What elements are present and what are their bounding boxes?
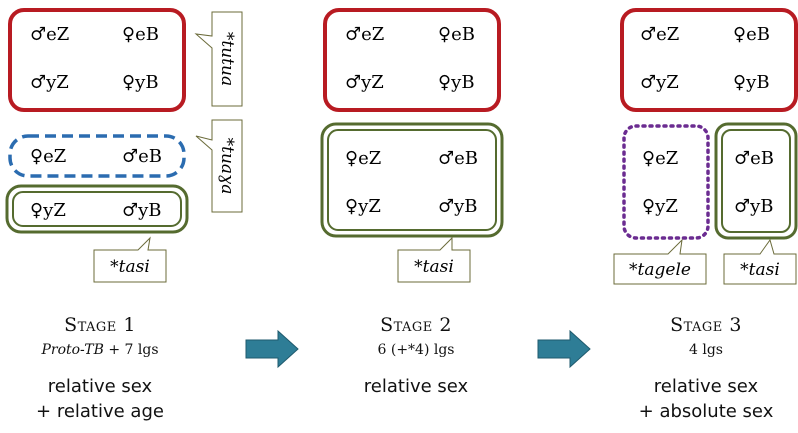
stage-2-description: relative sex — [363, 376, 469, 397]
s3-red-box — [620, 8, 798, 112]
s3-red-cell: ♀yB — [733, 72, 770, 93]
s2-tasi-label: *tasi — [414, 257, 454, 277]
stage-3-title: Stage 3 — [670, 314, 742, 336]
stage-2-caption: Stage 2 6 (+*4) lgs relative sex — [336, 314, 496, 399]
s2-red-cell: ♂eZ — [345, 24, 384, 45]
stage-3-caption: Stage 3 4 lgs relative sex + absolute se… — [614, 314, 798, 424]
s3-green-box-inner — [721, 129, 791, 233]
s2-green-cell: ♂yB — [438, 196, 478, 217]
s1-green-box-inner — [12, 191, 182, 227]
stage-2-title: Stage 2 — [380, 314, 452, 336]
stage-1-caption: Stage 1 Proto-TB + 7 lgs relative sex + … — [20, 314, 180, 424]
stage-3-subtitle: 4 lgs — [689, 342, 723, 358]
arrow-stage1-to-2 — [245, 329, 299, 369]
s1-red-cell: ♂yZ — [30, 72, 69, 93]
s3-green-cell: ♂eB — [734, 148, 774, 169]
s2-tasi-callout — [397, 236, 471, 283]
s3-purple-box — [622, 124, 710, 240]
s3-tasi-callout — [723, 238, 797, 285]
s2-green-cell: ♀eZ — [345, 148, 381, 169]
s3-tagele-label: *tagele — [629, 260, 691, 280]
s2-red-cell: ♀yB — [438, 72, 475, 93]
stage-1-subtitle: Proto-TB + 7 lgs — [41, 342, 159, 358]
s1-blue-box — [8, 134, 186, 178]
s2-green-box-inner — [327, 129, 497, 231]
s1-blue-cell: ♂eB — [122, 146, 162, 167]
s1-tutua-callout — [194, 11, 243, 107]
s1-green-box-outer — [5, 184, 189, 234]
s2-green-box-outer — [320, 122, 504, 238]
s1-red-cell: ♂eZ — [30, 24, 69, 45]
s1-red-box — [8, 8, 186, 112]
stage-3-description: relative sex + absolute sex — [638, 376, 774, 422]
s2-red-cell: ♂yZ — [345, 72, 384, 93]
s1-red-cell: ♀eB — [122, 24, 159, 45]
stage-2-subtitle: 6 (+*4) lgs — [377, 342, 455, 358]
s2-red-cell: ♀eB — [438, 24, 475, 45]
s2-green-cell: ♀yZ — [345, 196, 381, 217]
s1-tasi-callout — [93, 236, 167, 283]
arrow-stage2-to-3 — [537, 329, 591, 369]
s1-tasi-label: *tasi — [110, 257, 150, 277]
s3-red-cell: ♂yZ — [640, 72, 679, 93]
s1-green-cell: ♂yB — [122, 200, 162, 221]
s3-red-cell: ♂eZ — [640, 24, 679, 45]
s3-tasi-label: *tasi — [740, 260, 780, 280]
s1-tuaga-label: *tuaɣa — [217, 138, 237, 195]
stage-1-title: Stage 1 — [64, 314, 136, 336]
s1-red-cell: ♀yB — [122, 72, 159, 93]
s2-green-cell: ♂eB — [438, 148, 478, 169]
s2-red-box — [323, 8, 501, 112]
s1-blue-cell: ♀eZ — [30, 146, 66, 167]
s3-red-cell: ♀eB — [733, 24, 770, 45]
s1-tutua-label: *tutua — [217, 32, 237, 86]
s1-green-cell: ♀yZ — [30, 200, 66, 221]
s3-tagele-callout — [613, 238, 707, 285]
s3-green-cell: ♂yB — [734, 196, 774, 217]
s3-green-box-outer — [714, 122, 798, 240]
s3-purple-cell: ♀eZ — [642, 148, 678, 169]
stage-1-description: relative sex + relative age — [36, 376, 164, 422]
s1-tuaga-callout — [195, 119, 243, 213]
s3-purple-cell: ♀yZ — [642, 196, 678, 217]
